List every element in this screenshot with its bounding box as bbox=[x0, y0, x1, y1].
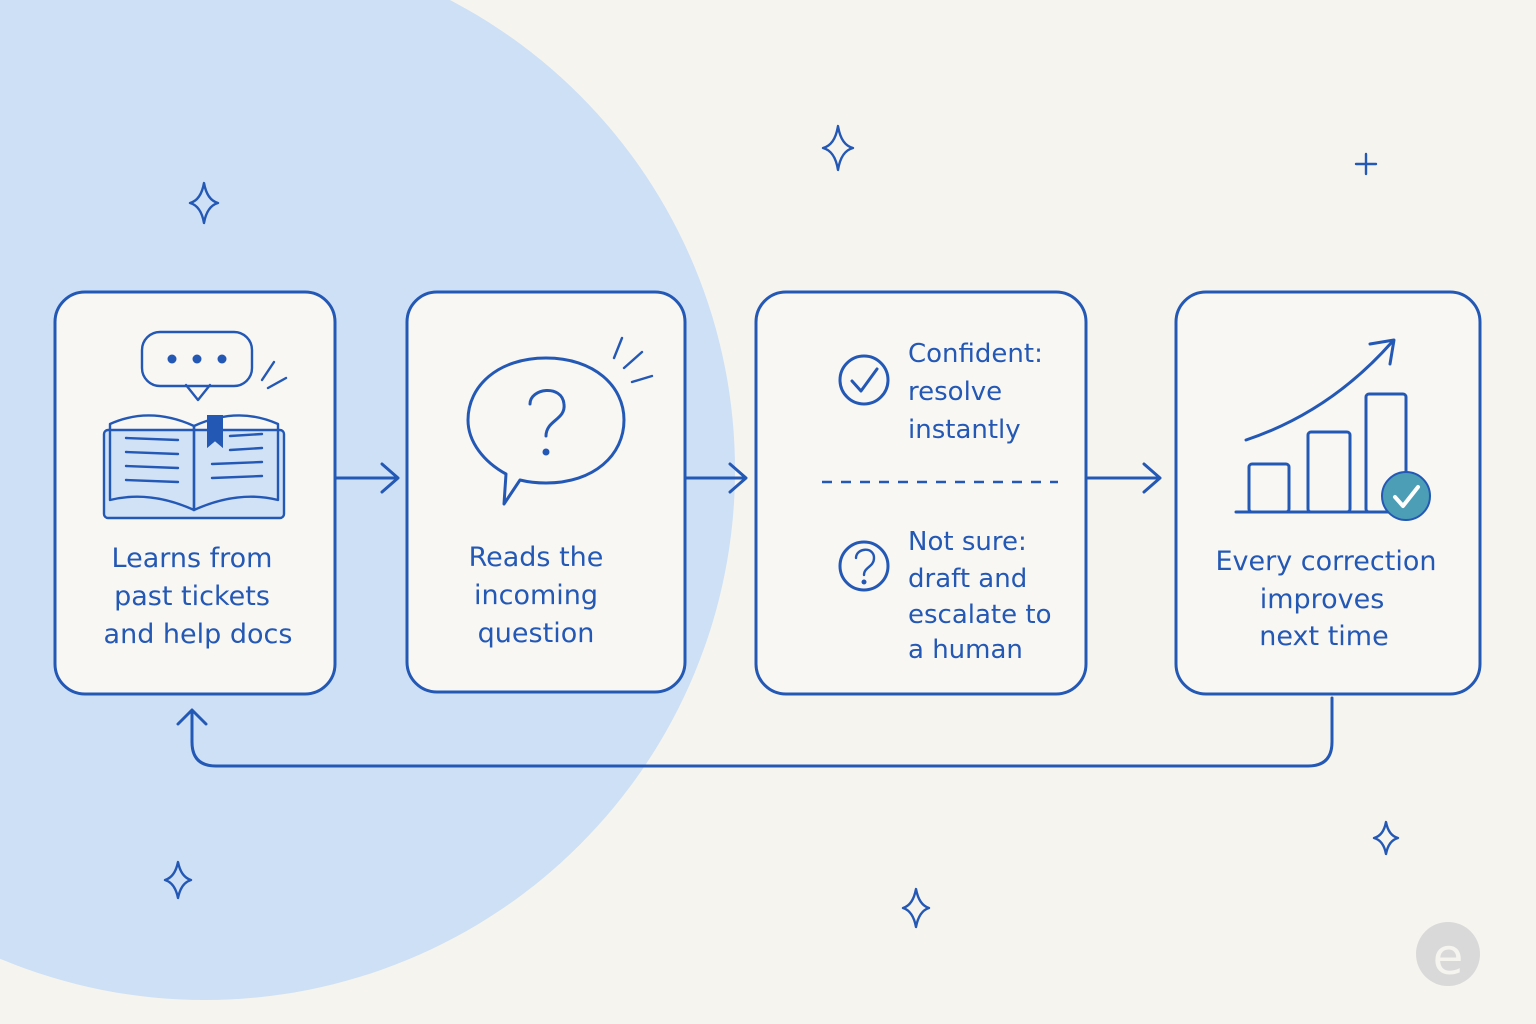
step-2-line-1: Reads the bbox=[469, 542, 604, 573]
question-circle-icon bbox=[838, 540, 890, 592]
confident-line-3: instantly bbox=[908, 415, 1021, 445]
step-2-line-2: incoming bbox=[474, 580, 598, 611]
sparkle-icon bbox=[901, 887, 931, 929]
dot bbox=[167, 354, 177, 364]
confident-line-2: resolve bbox=[908, 377, 1002, 407]
step-1-line-1: Learns from bbox=[112, 543, 273, 574]
arrow-2-to-3 bbox=[684, 462, 748, 494]
step-1-label: Learns from past tickets and help docs bbox=[104, 543, 293, 650]
step-card-improve bbox=[1174, 290, 1482, 696]
step-card-decide bbox=[754, 290, 1088, 696]
check-badge bbox=[1381, 471, 1431, 521]
e-logo-icon: e bbox=[1416, 922, 1480, 986]
logo-letter: e bbox=[1433, 928, 1464, 986]
rising-bar-chart-with-check-icon bbox=[1234, 338, 1431, 521]
confident-line-1: Confident: bbox=[908, 339, 1043, 369]
sparkle-icon bbox=[1372, 820, 1400, 856]
step-2-line-3: question bbox=[478, 618, 595, 649]
step-2-label: Reads the incoming question bbox=[469, 542, 604, 649]
sparkle-icon bbox=[163, 860, 193, 900]
step-4-line-2: improves bbox=[1260, 584, 1385, 615]
not-sure-line-3: escalate to bbox=[908, 600, 1051, 630]
confident-branch-label: Confident: resolve instantly bbox=[908, 339, 1043, 445]
open-book-with-speech-bubble-icon bbox=[102, 330, 288, 520]
background-circle bbox=[0, 0, 735, 1000]
arrow-3-to-4 bbox=[1086, 462, 1162, 494]
feedback-loop-arrow bbox=[190, 696, 1334, 768]
arrow-1-to-2 bbox=[334, 462, 400, 494]
sparkle-icon bbox=[188, 181, 220, 225]
not-sure-line-2: draft and bbox=[908, 564, 1027, 594]
not-sure-line-4: a human bbox=[908, 635, 1023, 665]
not-sure-branch-label: Not sure: draft and escalate to a human bbox=[908, 527, 1051, 665]
step-1-line-2: past tickets bbox=[114, 581, 270, 612]
dot bbox=[217, 354, 227, 364]
not-sure-line-1: Not sure: bbox=[908, 527, 1027, 557]
question-speech-bubble-icon bbox=[466, 336, 654, 506]
step-4-line-1: Every correction bbox=[1216, 546, 1437, 577]
step-4-label: Every correction improves next time bbox=[1216, 546, 1437, 652]
step-1-line-3: and help docs bbox=[104, 619, 293, 650]
feedback-loop-arrowhead bbox=[176, 708, 208, 726]
check-circle-icon bbox=[838, 354, 890, 406]
step-4-line-3: next time bbox=[1259, 621, 1388, 652]
dot bbox=[192, 354, 202, 364]
sparkle-icon bbox=[821, 124, 855, 172]
plus-icon bbox=[1354, 152, 1378, 176]
